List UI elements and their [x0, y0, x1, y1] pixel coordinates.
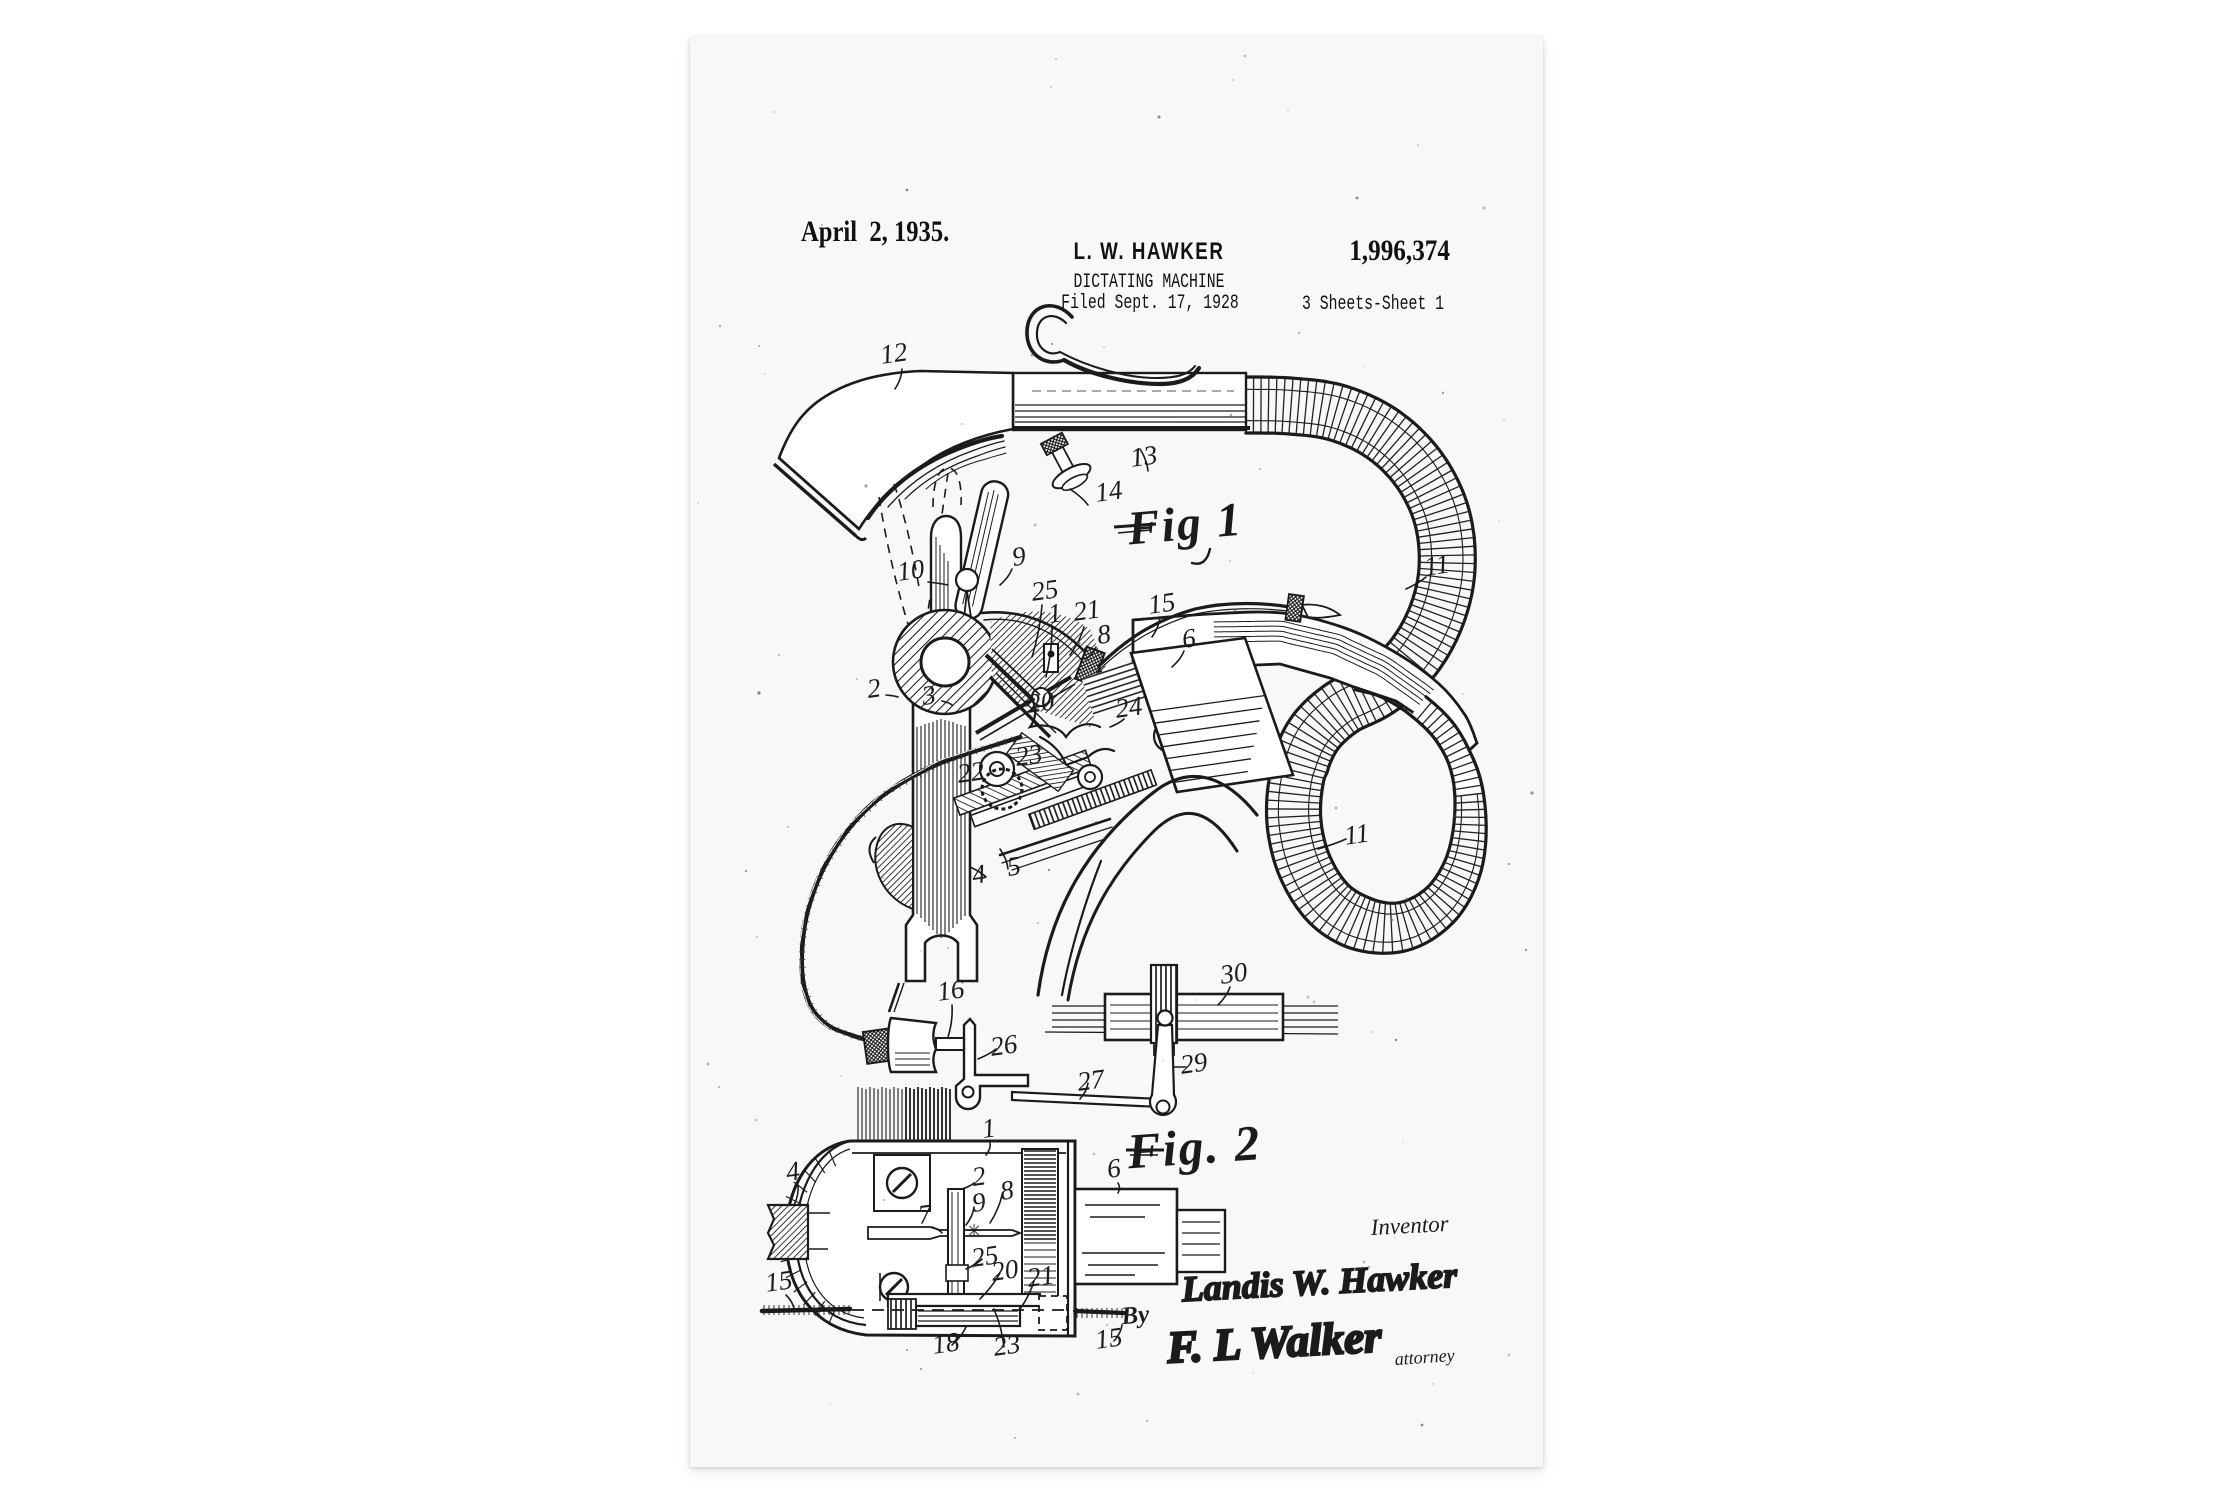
svg-text:5: 5 [1005, 850, 1023, 882]
svg-text:2: 2 [970, 1160, 988, 1192]
svg-text:7: 7 [916, 1198, 935, 1230]
svg-text:21: 21 [1025, 1259, 1056, 1292]
svg-text:2: 2 [865, 672, 883, 704]
svg-text:21: 21 [1071, 593, 1102, 626]
svg-text:15: 15 [1093, 1321, 1124, 1354]
svg-text:F. L Walker: F. L Walker [1165, 1311, 1383, 1372]
svg-text:Fig. 2: Fig. 2 [1124, 1114, 1263, 1179]
svg-text:By: By [1119, 1301, 1151, 1330]
svg-text:9: 9 [970, 1186, 988, 1218]
svg-text:22: 22 [955, 755, 986, 788]
svg-text:20: 20 [1025, 685, 1056, 719]
svg-text:✳: ✳ [966, 1221, 981, 1241]
svg-text:6: 6 [1105, 1152, 1123, 1184]
svg-text:16: 16 [935, 973, 966, 1007]
svg-text:4: 4 [784, 1155, 802, 1187]
svg-text:15: 15 [763, 1264, 794, 1297]
svg-text:3: 3 [919, 679, 938, 711]
svg-text:25: 25 [1029, 573, 1060, 606]
svg-text:25: 25 [969, 1239, 1000, 1272]
svg-text:1: 1 [980, 1112, 998, 1144]
svg-text:attorney: attorney [1394, 1345, 1455, 1369]
svg-text:27: 27 [1075, 1063, 1107, 1097]
svg-text:12: 12 [878, 336, 909, 369]
svg-text:8: 8 [1095, 618, 1113, 650]
svg-text:14: 14 [1093, 474, 1124, 507]
svg-text:4: 4 [970, 858, 988, 890]
svg-text:8: 8 [998, 1174, 1016, 1206]
svg-text:11: 11 [1342, 817, 1371, 850]
svg-text:23: 23 [1013, 738, 1044, 771]
svg-text:1: 1 [1046, 597, 1064, 629]
svg-text:15: 15 [1146, 586, 1177, 619]
svg-text:30: 30 [1217, 956, 1249, 990]
svg-text:10: 10 [895, 553, 926, 587]
svg-text:24: 24 [1113, 690, 1144, 723]
svg-text:11: 11 [1422, 548, 1451, 581]
svg-text:6: 6 [1180, 622, 1198, 654]
svg-text:Inventor: Inventor [1369, 1211, 1450, 1240]
svg-text:26: 26 [988, 1028, 1019, 1062]
svg-text:29: 29 [1178, 1046, 1209, 1080]
svg-text:9: 9 [1010, 540, 1028, 572]
svg-text:18: 18 [930, 1326, 961, 1360]
svg-text:23: 23 [991, 1328, 1022, 1361]
